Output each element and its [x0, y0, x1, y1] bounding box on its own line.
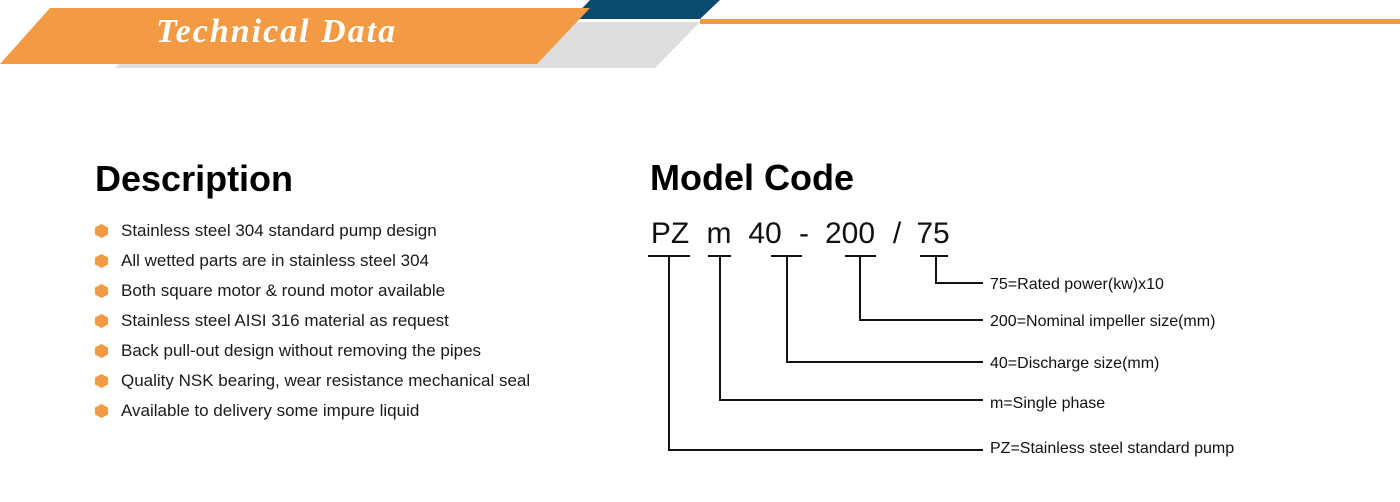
- orange-hexagon-icon: [95, 404, 108, 418]
- banner-orange-line: [700, 19, 1400, 24]
- connector-m: [719, 256, 983, 401]
- model-code-title: Model Code: [650, 157, 854, 198]
- feature-text: All wetted parts are in stainless steel …: [121, 251, 430, 270]
- orange-hexagon-icon: [95, 224, 108, 238]
- banner-title: Technical Data: [156, 13, 398, 50]
- list-item: All wetted parts are in stainless steel …: [95, 246, 530, 276]
- orange-hexagon-icon: [95, 344, 108, 358]
- connector-200: [859, 256, 983, 321]
- legend-standard-pump: PZ=Stainless steel standard pump: [990, 440, 1234, 457]
- feature-text: Both square motor & round motor availabl…: [121, 281, 446, 300]
- list-item: Both square motor & round motor availabl…: [95, 276, 530, 306]
- legend-rated-power: 75=Rated power(kw)x10: [990, 276, 1164, 293]
- feature-text: Quality NSK bearing, wear resistance mec…: [121, 371, 531, 390]
- list-item: Available to delivery some impure liquid: [95, 396, 530, 426]
- description-title: Description: [95, 158, 294, 199]
- code-part-slash: /: [893, 217, 902, 250]
- list-item: Stainless steel AISI 316 material as req…: [95, 306, 530, 336]
- banner-orange-band: [0, 8, 590, 64]
- code-part-dash: -: [799, 217, 809, 250]
- orange-hexagon-icon: [95, 254, 108, 268]
- feature-text: Stainless steel AISI 316 material as req…: [121, 311, 449, 330]
- orange-hexagon-icon: [95, 374, 108, 388]
- feature-text: Stainless steel 304 standard pump design: [121, 221, 437, 240]
- banner-navy-band: [572, 0, 720, 19]
- legend-impeller-size: 200=Nominal impeller size(mm): [990, 313, 1215, 330]
- feature-text: Available to delivery some impure liquid: [121, 401, 420, 420]
- code-part-40: 40: [748, 217, 781, 250]
- connector-pz: [668, 256, 983, 451]
- feature-text: Back pull-out design without removing th…: [121, 341, 482, 360]
- feature-list: Stainless steel 304 standard pump design…: [95, 216, 530, 426]
- code-part-200: 200: [825, 217, 875, 250]
- orange-hexagon-icon: [95, 284, 108, 298]
- connector-40: [786, 256, 983, 363]
- code-part-m: m: [707, 217, 732, 250]
- connector-75: [935, 256, 983, 284]
- legend-discharge-size: 40=Discharge size(mm): [990, 355, 1159, 372]
- header-banner: Technical Data: [0, 0, 1400, 75]
- banner-graphic: [0, 0, 1400, 68]
- code-part-75: 75: [916, 217, 949, 250]
- legend-single-phase: m=Single phase: [990, 395, 1105, 412]
- list-item: Stainless steel 304 standard pump design: [95, 216, 530, 246]
- orange-hexagon-icon: [95, 314, 108, 328]
- list-item: Back pull-out design without removing th…: [95, 336, 530, 366]
- code-part-pz: PZ: [651, 217, 689, 250]
- list-item: Quality NSK bearing, wear resistance mec…: [95, 366, 530, 396]
